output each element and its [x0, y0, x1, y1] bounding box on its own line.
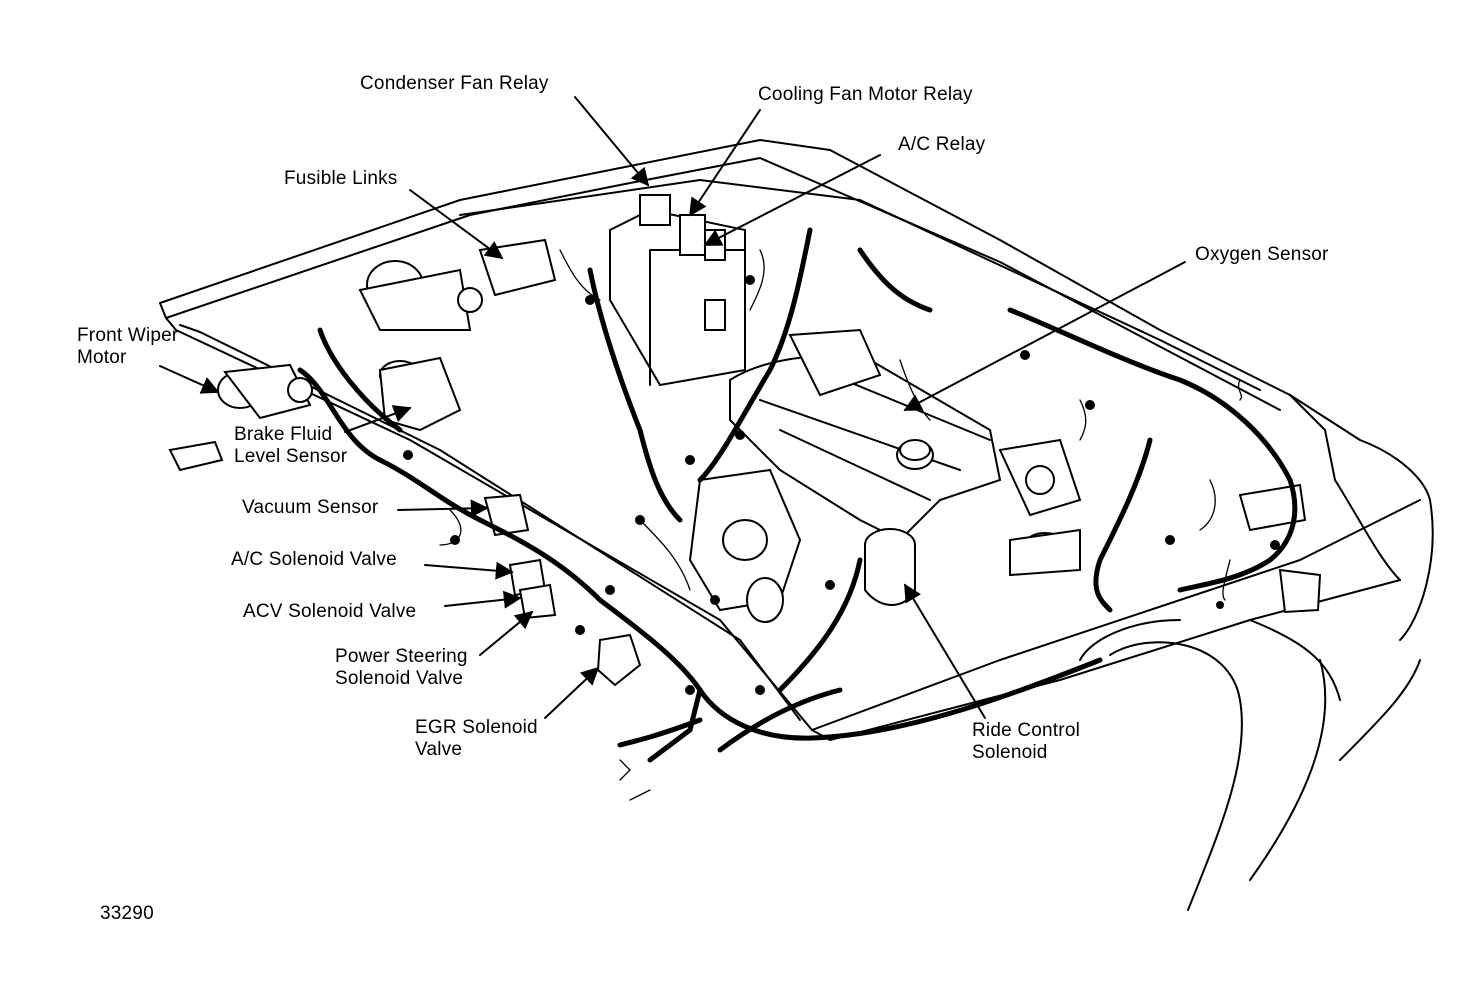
label-brake-fluid-line1: Brake Fluid [234, 424, 333, 445]
arrow-brake-fluid-level-sensor [344, 405, 412, 433]
label-fusible-links: Fusible Links [284, 168, 398, 189]
label-front-wiper-motor-line1: Front Wiper [77, 325, 179, 346]
arrow-fusible-links [409, 189, 504, 260]
arrow-ride-control-solenoid [904, 583, 986, 719]
arrow-cooling-fan-motor-relay [689, 109, 761, 217]
label-front-wiper-motor: Front Wiper Motor [77, 325, 178, 369]
label-egr-solenoid-valve: EGR Solenoid Valve [415, 717, 538, 761]
label-brake-fluid-level-sensor: Brake Fluid Level Sensor [234, 424, 347, 468]
engine-block [688, 355, 1002, 623]
figure-number: 33290 [100, 903, 154, 924]
arrow-ac-solenoid-valve [424, 561, 514, 580]
label-brake-fluid-line2: Level Sensor [234, 446, 348, 467]
label-acv-solenoid-valve: ACV Solenoid Valve [243, 601, 417, 622]
leader-lines [159, 96, 1186, 719]
wiring-harness [297, 227, 1298, 763]
connectors [403, 275, 1280, 695]
arrow-oxygen-sensor [903, 261, 1186, 411]
arrow-power-steering-solenoid-valve [479, 610, 534, 656]
wiper-motor [217, 363, 313, 420]
arrow-acv-solenoid-valve [444, 590, 522, 609]
label-power-steering-line2: Solenoid Valve [335, 668, 464, 689]
label-ride-control-line1: Ride Control [972, 720, 1081, 741]
thin-wires [439, 249, 1243, 801]
label-condenser-fan-relay: Condenser Fan Relay [360, 73, 549, 94]
label-cooling-fan-motor-relay: Cooling Fan Motor Relay [758, 84, 973, 105]
label-front-wiper-motor-line2: Motor [77, 347, 127, 368]
label-egr-line1: EGR Solenoid [415, 717, 538, 738]
label-power-steering-line1: Power Steering [335, 646, 468, 667]
label-vacuum-sensor: Vacuum Sensor [242, 497, 379, 518]
label-ac-relay: A/C Relay [898, 134, 986, 155]
label-ride-control-line2: Solenoid [972, 742, 1048, 763]
label-egr-line2: Valve [415, 739, 463, 760]
arrow-egr-solenoid-valve [544, 666, 600, 719]
vehicle-body-outline [159, 139, 1434, 911]
arrow-vacuum-sensor [397, 499, 489, 518]
label-oxygen-sensor: Oxygen Sensor [1195, 244, 1329, 265]
arrow-front-wiper-motor [159, 365, 220, 394]
arrow-condenser-fan-relay [574, 96, 650, 187]
label-ride-control-solenoid: Ride Control Solenoid [972, 720, 1080, 764]
arrow-ac-relay [703, 154, 881, 246]
relay-box [609, 194, 746, 387]
label-power-steering-solenoid-valve: Power Steering Solenoid Valve [335, 646, 468, 690]
label-ac-solenoid-valve: A/C Solenoid Valve [231, 549, 397, 570]
solenoid-components [168, 238, 1322, 687]
